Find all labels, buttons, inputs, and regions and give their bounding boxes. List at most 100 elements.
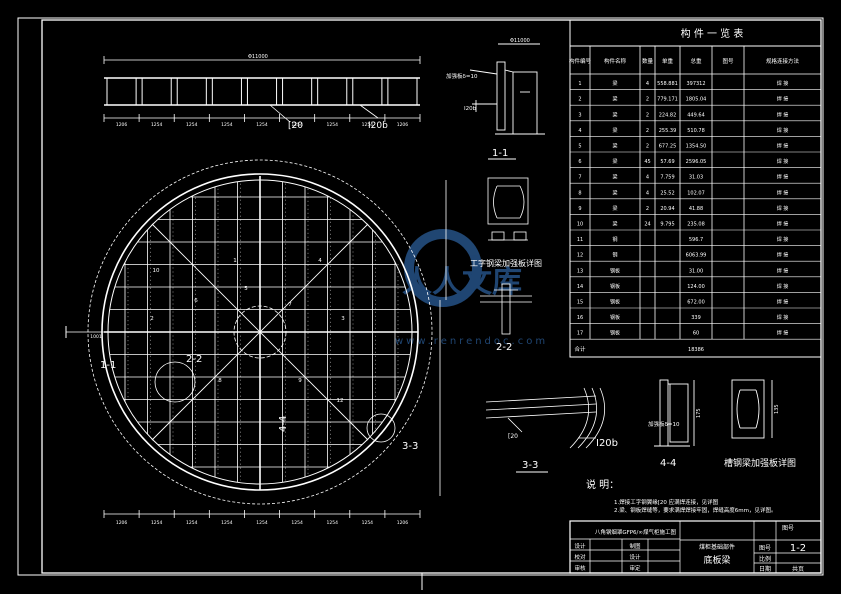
sec11-top-dim: Φ11000 (510, 38, 530, 44)
parts-table-cell: 焊 接 (777, 189, 789, 196)
parts-table-cell: 57.69 (660, 159, 674, 165)
parts-table-cell: 672.00 (687, 300, 705, 306)
title-project: 八角钢烟罩GFP6/∞煤气柜施工图 (595, 528, 677, 536)
parts-table-cell: 779.171 (657, 97, 678, 103)
parts-table-cell: 1805.04 (686, 97, 707, 103)
plan-item-label: 10 (153, 268, 160, 274)
sec11-plate-label: 加强板δ=10 (446, 72, 478, 80)
title-row-mid: 制图 (629, 542, 641, 550)
plan-item-label: 2 (150, 316, 154, 322)
parts-table-cell: 677.25 (659, 144, 677, 150)
parts-table-cell: 焊 接 (777, 236, 789, 243)
plan-section-4-4: 4-4 (278, 416, 289, 432)
title-date-label: 日期 (759, 565, 771, 573)
parts-table-total-value: 18386 (688, 347, 704, 353)
parts-table-cell: 钢板 (610, 314, 620, 321)
plan-section-2-2: 2-2 (186, 354, 202, 365)
plan-item-label: 7 (288, 302, 292, 308)
parts-table-cell: 510.78 (687, 128, 705, 134)
plan-item-label: 1 (233, 258, 237, 264)
parts-table-cell: 124.00 (687, 284, 705, 290)
parts-table-cell: 397312 (686, 81, 705, 87)
parts-table-cell: 梁 (612, 158, 617, 165)
title-drawing-no-label: 图号 (782, 525, 794, 532)
top-channel-label: [20 (288, 121, 303, 131)
parts-table-cell: 焊 接 (777, 221, 789, 228)
parts-table-cell: 焊 接 (777, 127, 789, 134)
parts-table-cell: 15 (577, 300, 583, 306)
joint-detail (439, 177, 532, 496)
parts-table-cell: 焊 接 (777, 80, 789, 87)
parts-table-cell: 4 (646, 190, 649, 196)
parts-table-cell: 钢板 (610, 299, 620, 306)
parts-table-cell: 梁 (612, 96, 617, 103)
title-row-left: 校对 (574, 553, 586, 561)
parts-table-header: 单重 (662, 57, 674, 65)
parts-table-cell: 449.64 (687, 112, 705, 118)
parts-table-cell: 2 (646, 112, 649, 118)
parts-table-cell: 钢板 (610, 283, 620, 290)
parts-table-cell: 钢板 (610, 267, 620, 274)
parts-table-cell: 钢 (612, 252, 617, 259)
parts-table-cell: 梁 (612, 174, 617, 181)
parts-table-header: 规格连接方法 (766, 57, 800, 65)
top-dim-label: 1254 (326, 122, 338, 128)
parts-table-cell: 4 (646, 175, 649, 181)
parts-table-cell: 255.39 (659, 128, 677, 134)
plan-item-label: 6 (194, 298, 198, 304)
notes-line-2: 2.梁、钢板焊缝等，要求满焊焊接牢固，焊缝高度6mm，见详图。 (614, 506, 776, 514)
circular-plan (65, 159, 433, 518)
title-row-left: 审核 (574, 564, 586, 572)
parts-table-cell: 钢板 (610, 330, 620, 337)
watermark-text: 人人文库 (402, 265, 522, 300)
parts-table-cell: 3 (578, 112, 581, 118)
watermark-url: www.renrendoc.com (395, 336, 548, 347)
parts-table-cell: 梁 (612, 127, 617, 134)
parts-table-cell: 4 (646, 81, 649, 87)
parts-table-cell: 焊 接 (777, 283, 789, 290)
plan-item-label: 5 (244, 286, 248, 292)
top-dim-label: 1254 (151, 122, 163, 128)
parts-table-cell: 10 (577, 222, 583, 228)
sec11-ibeam-label: I20b (464, 106, 477, 112)
sec44-dim: 175 (696, 408, 702, 418)
plan-bottom-dim: 1254 (186, 520, 198, 526)
parts-table-cell: 20.94 (660, 206, 674, 212)
joint-section-title: 2-2 (496, 342, 512, 353)
plan-item-label: 3 (341, 316, 345, 322)
parts-table-cell: 梁 (612, 80, 617, 87)
beam-detail-dim: 135 (774, 404, 780, 414)
parts-table-cell: 41.88 (689, 206, 703, 212)
section-1-1 (469, 43, 545, 135)
sec33-title: 3-3 (522, 460, 538, 471)
parts-table-total-label: 合计 (574, 345, 586, 353)
parts-table-cell: 梁 (612, 205, 617, 212)
parts-table-cell: 2 (646, 97, 649, 103)
parts-table-cell: 235.08 (687, 222, 705, 228)
title-drawing-no-label-2: 图号 (759, 545, 771, 552)
plan-section-1-1: 1-1 (100, 360, 116, 371)
title-sheet-label: 共页 (792, 565, 804, 573)
parts-table-cell: 31.03 (689, 175, 703, 181)
sec44-plate-label: 加强板δ=10 (648, 420, 680, 428)
parts-table-cell: 12 (577, 253, 583, 259)
plan-bottom-dim: 1206 (397, 520, 409, 526)
plan-bottom-dim: 1254 (151, 520, 163, 526)
plan-bottom-dim: 1254 (326, 520, 338, 526)
parts-table-cell: 焊 接 (777, 111, 789, 118)
parts-table-cell: 8 (578, 190, 581, 196)
parts-table-cell: 24 (644, 222, 650, 228)
parts-table-cell: 102.07 (687, 190, 705, 196)
parts-table-cell: 558.881 (657, 81, 678, 87)
parts-table-cell: 224.82 (659, 112, 677, 118)
plan-dim-label: 1001 (90, 334, 102, 340)
parts-table-cell: 梁 (612, 111, 617, 118)
parts-table-cell: 1354.50 (686, 144, 707, 150)
parts-table-cell: 焊 接 (777, 252, 789, 259)
parts-table-cell: 596.7 (689, 237, 703, 243)
parts-table-cell: 45 (644, 159, 650, 165)
